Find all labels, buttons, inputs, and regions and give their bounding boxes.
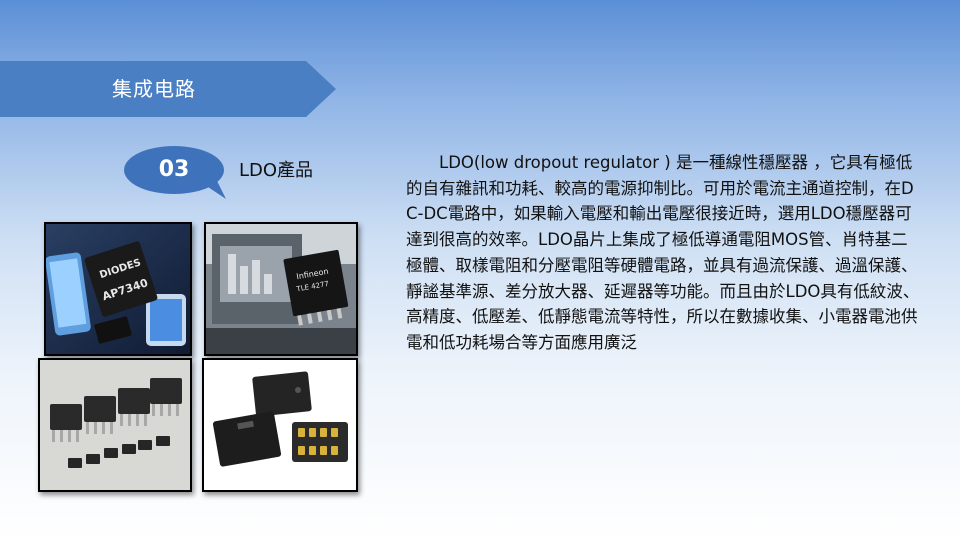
photo-smd-packages xyxy=(202,358,358,492)
photo-infineon-chip: Infineon TLE 4277 xyxy=(204,222,358,356)
section-number: 03 xyxy=(158,157,190,182)
photo-diodes-ap7340: DIODES AP7340 xyxy=(44,222,192,356)
banner-arrow-shape xyxy=(0,61,336,117)
section-title: LDO產品 xyxy=(239,160,314,181)
speech-bubble-icon xyxy=(124,146,226,199)
section-number-badge: 03 xyxy=(124,143,228,201)
photo-dip-chips xyxy=(38,358,192,492)
section-banner: 集成电路 xyxy=(0,61,336,117)
page-title: 集成电路 xyxy=(112,77,196,101)
ldo-description: LDO(low dropout regulator ) 是一種線性穩壓器 ，它具… xyxy=(406,153,920,352)
